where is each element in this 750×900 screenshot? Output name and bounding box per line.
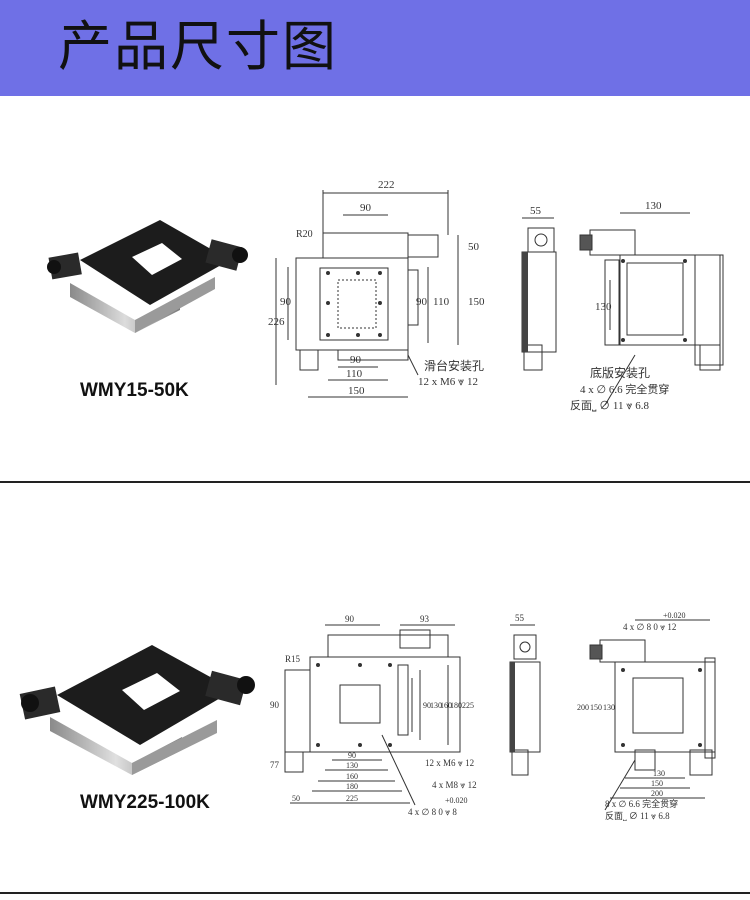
- note-d8: 4 x ∅ 8 0 ⩔ 8: [408, 807, 457, 817]
- product-photo-2: [19, 645, 255, 775]
- section-divider: [0, 481, 750, 483]
- dim-160-b: 160: [346, 772, 358, 781]
- dim-130-back-left: 130: [595, 301, 612, 313]
- dim-150-right: 150: [468, 296, 485, 308]
- drawing-bottom-view-1: 130 130 底版安装孔 4 x ∅ 6.6 完全贯穿 反面⎵ ∅ 11 ⩔ …: [570, 200, 724, 412]
- note-base-spec1: 4 x ∅ 6.6 完全贯穿: [580, 382, 669, 396]
- drawing-side-view-2: 55: [509, 613, 541, 776]
- dim-225-b: 225: [346, 794, 358, 803]
- drawing-side-view-1: 55: [521, 205, 557, 371]
- product-model-label: WMY225-100K: [80, 792, 210, 813]
- dim-150-rb: 150: [651, 779, 663, 788]
- drawing-bottom-view-2: +0.020 4 x ∅ 8 0 ⩔ 12 200 150 130 130 15…: [577, 611, 716, 821]
- note-slide-holes: 滑台安装孔: [424, 358, 484, 373]
- dim-55-side: 55: [530, 205, 542, 217]
- dim-130-b: 130: [346, 761, 358, 770]
- note-back-spec1: 8 x ∅ 6.6 完全贯穿: [605, 798, 678, 809]
- dim-50-b: 50: [292, 794, 300, 803]
- dim-90-left: 90: [270, 700, 280, 710]
- note-back-d8: 4 x ∅ 8 0 ⩔ 12: [623, 622, 676, 632]
- dim-50-right: 50: [468, 241, 480, 253]
- dim-110-bottom: 110: [346, 368, 363, 380]
- dim-150-bottom: 150: [348, 385, 365, 397]
- dim-tolerance: +0.020: [445, 796, 468, 805]
- dim-90-inner: 90: [416, 296, 428, 308]
- dim-200-rb: 200: [651, 789, 663, 798]
- dim-130-c: 130: [430, 701, 442, 710]
- dim-150-r: 150: [590, 703, 602, 712]
- note-base-spec2: 反面⎵ ∅ 11 ⩔ 6.8: [570, 399, 649, 412]
- dim-180-c: 180: [450, 701, 462, 710]
- dim-90-top: 90: [360, 202, 372, 214]
- note-m6: 12 x M6 ⩔ 12: [425, 758, 474, 768]
- dim-130-back: 130: [645, 200, 662, 212]
- dim-r15: R15: [285, 654, 301, 664]
- section-divider: [0, 892, 750, 894]
- dim-90-c: 90: [423, 701, 431, 710]
- dim-226-left: 226: [268, 316, 285, 328]
- dim-90-bottom: 90: [350, 354, 362, 366]
- dim-90-left: 90: [280, 296, 292, 308]
- dim-93-top: 93: [420, 614, 430, 624]
- product-model-label: WMY15-50K: [80, 380, 189, 401]
- dim-tol-back: +0.020: [663, 611, 686, 620]
- dim-160-c: 160: [440, 701, 452, 710]
- dim-130-r: 130: [603, 703, 615, 712]
- dim-r20: R20: [296, 229, 313, 240]
- dim-200-r: 200: [577, 703, 589, 712]
- dim-130-rb: 130: [653, 769, 665, 778]
- note-m8: 4 x M8 ⩔ 12: [432, 780, 477, 790]
- note-base-holes: 底版安装孔: [590, 365, 650, 380]
- dim-77-left: 77: [270, 760, 280, 770]
- dim-90-top: 90: [345, 614, 355, 624]
- drawing-top-view-1: 222 90 R20 50 150 110 90 226 90 90 110 1…: [268, 179, 485, 398]
- product-photo-1: [47, 220, 248, 333]
- drawing-top-view-2: 90 93 R15 90 77 90 130 160 180 225 90 13…: [270, 614, 477, 817]
- header-banner: 产品尺寸图: [0, 0, 750, 96]
- note-slide-spec: 12 x M6 ⩔ 12: [418, 376, 478, 388]
- page-title: 产品尺寸图: [58, 15, 338, 78]
- dim-180-b: 180: [346, 782, 358, 791]
- dim-90-b: 90: [348, 751, 356, 760]
- dim-225-c: 225: [462, 701, 474, 710]
- dim-110-inner: 110: [433, 296, 450, 308]
- dim-55-side: 55: [515, 613, 525, 623]
- dim-222: 222: [378, 179, 395, 191]
- note-back-spec2: 反面⎵ ∅ 11 ⩔ 6.8: [605, 811, 670, 821]
